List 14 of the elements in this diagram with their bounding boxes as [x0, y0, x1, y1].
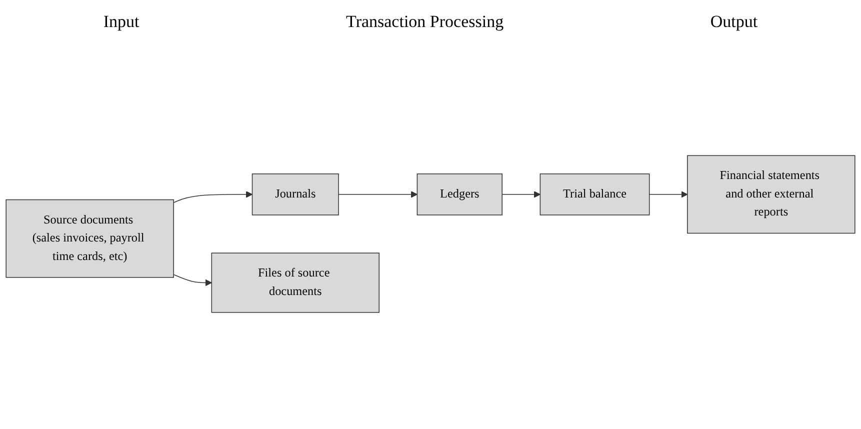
- node-box: Source documents (sales invoices, payroll time cards, etc): [6, 199, 174, 278]
- node-box: Ledgers: [416, 173, 502, 216]
- arrow: [338, 191, 418, 198]
- column-heading: Output: [710, 12, 758, 32]
- node-box: Trial balance: [540, 173, 650, 216]
- arrow: [173, 191, 253, 203]
- node-box: Financial statements and other external reports: [687, 155, 856, 234]
- node-box: Files of source documents: [211, 252, 380, 313]
- column-heading: Transaction Processing: [346, 12, 504, 32]
- node-box: Journals: [252, 173, 339, 216]
- arrow: [502, 191, 540, 198]
- column-heading: Input: [103, 12, 140, 32]
- arrow: [648, 191, 688, 198]
- arrow: [173, 274, 212, 286]
